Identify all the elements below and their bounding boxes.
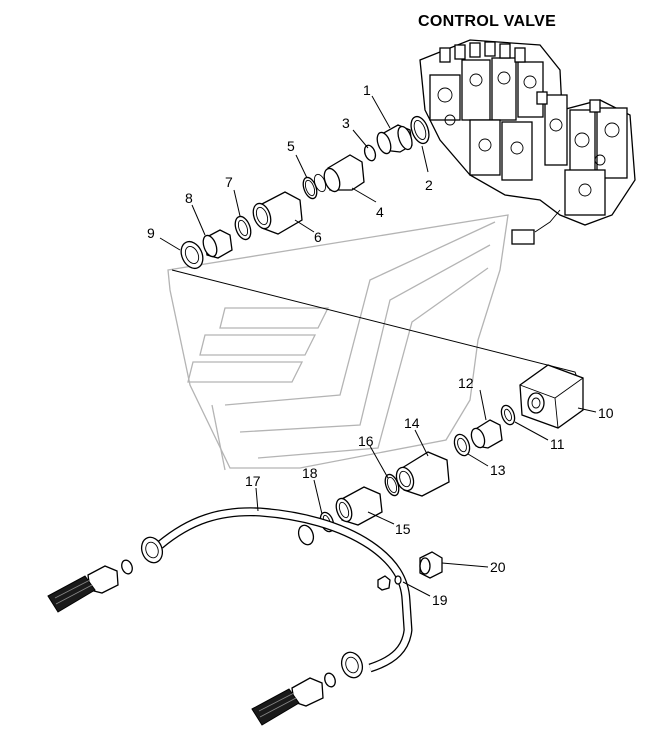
part-9-washer: [180, 240, 204, 270]
upper-hose-end: [47, 559, 133, 613]
callout-13: 13: [490, 462, 506, 478]
part-1-adapter: [376, 124, 413, 155]
diagram-title: CONTROL VALVE: [418, 13, 557, 30]
part-4-adapter: [313, 154, 365, 193]
part-12-adapter: [470, 419, 503, 449]
part-16-oring: [384, 473, 400, 497]
callout-7: 7: [225, 174, 233, 190]
part-3-oring: [363, 144, 377, 162]
part-19-plug: [377, 575, 402, 591]
lower-hose-end: [251, 672, 336, 726]
callout-17: 17: [245, 473, 261, 489]
part-15-adapter: [335, 486, 383, 526]
part-10-block: [519, 364, 584, 429]
part-20-cap: [419, 551, 443, 579]
part-11-oring: [500, 404, 516, 426]
part-2-oring: [410, 115, 430, 145]
callout-4: 4: [376, 204, 384, 220]
callout-16: 16: [358, 433, 374, 449]
callout-9: 9: [147, 225, 155, 241]
watermark-logo: [167, 214, 509, 471]
control-valve-block: [419, 39, 636, 245]
callout-3: 3: [342, 115, 350, 131]
leader-lines: [159, 95, 597, 597]
part-6-sleeve: [252, 191, 303, 235]
callout-18: 18: [302, 465, 318, 481]
callout-20: 20: [490, 559, 506, 575]
callout-11: 11: [550, 436, 565, 452]
callout-1: 1: [363, 82, 371, 98]
callout-labels: 1 2 3 4 5 6 7 8 9 10 11 12 13 14 15 16 1…: [147, 82, 614, 608]
part-8-adapter: [202, 229, 233, 259]
part-5-oring: [302, 176, 318, 200]
callout-2: 2: [425, 177, 433, 193]
part-17-tube: [140, 507, 413, 679]
callout-5: 5: [287, 138, 295, 154]
callout-14: 14: [404, 415, 420, 431]
part-7-oring: [234, 215, 252, 241]
callout-10: 10: [598, 405, 614, 421]
callout-15: 15: [395, 521, 411, 537]
callout-19: 19: [432, 592, 448, 608]
part-13-oring: [453, 433, 471, 457]
callout-8: 8: [185, 190, 193, 206]
part-14-sleeve: [395, 451, 450, 497]
callout-6: 6: [314, 229, 322, 245]
callout-12: 12: [458, 375, 474, 391]
